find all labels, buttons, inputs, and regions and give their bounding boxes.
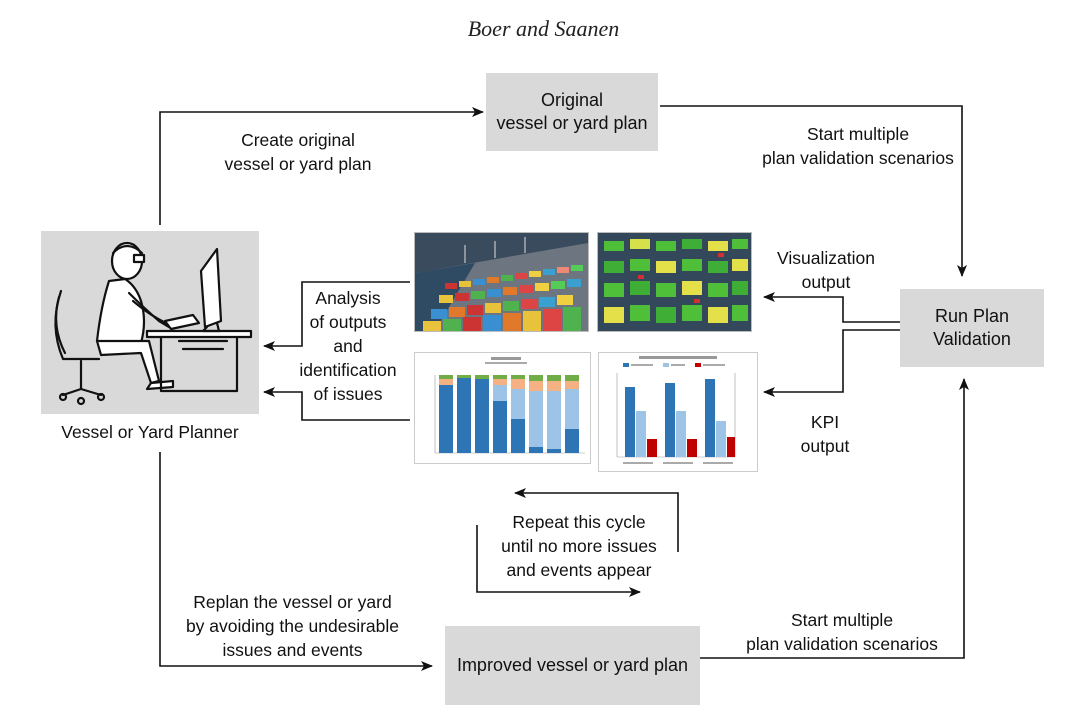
arrow-analysis-to-planner-top — [263, 281, 410, 351]
kpi-chart-2 — [598, 352, 758, 472]
person-at-computer-icon — [54, 241, 253, 406]
grouped-bar-chart-thumbnail — [616, 356, 736, 464]
planner-illustration — [41, 231, 259, 414]
label-start-multiple-bottom: Start multiple plan validation scenarios — [746, 610, 938, 654]
arrow-run-to-visualization — [763, 292, 900, 323]
kpi-chart-1 — [414, 352, 591, 464]
visualization-image-1 — [414, 232, 589, 332]
visualization-image-2 — [597, 232, 752, 332]
arrow-original-to-run — [660, 105, 967, 277]
label-repeat-cycle: Repeat this cycle until no more issues a… — [501, 512, 657, 580]
arrow-run-to-kpi — [763, 329, 900, 397]
original-plan-box: Original vessel or yard plan — [486, 73, 658, 151]
planner-caption: Vessel or Yard Planner — [61, 422, 239, 442]
original-plan-label: Original vessel or yard plan — [496, 90, 648, 133]
running-head: Boer and Saanen — [467, 16, 620, 41]
run-validation-box: Run Plan Validation — [900, 289, 1044, 367]
stacked-bar-chart-thumbnail — [434, 357, 585, 454]
label-analysis: Analysis of outputs and identification o… — [299, 288, 397, 404]
container-yard-3d-image — [598, 233, 751, 331]
label-start-multiple-top: Start multiple plan validation scenarios — [762, 124, 954, 168]
arrow-planner-to-original — [159, 107, 484, 225]
container-terminal-aerial-image — [415, 233, 588, 331]
label-kpi-output: KPI output — [800, 412, 850, 456]
label-replan: Replan the vessel or yard by avoiding th… — [185, 592, 400, 660]
arrow-repeat-top — [514, 488, 679, 552]
arrow-improved-to-run — [700, 378, 969, 659]
arrow-repeat-bottom — [476, 525, 641, 597]
improved-plan-label: Improved vessel or yard plan — [456, 655, 689, 675]
label-create-original: Create original vessel or yard plan — [224, 130, 372, 174]
run-validation-label: Run Plan Validation — [933, 306, 1011, 349]
improved-plan-box: Improved vessel or yard plan — [445, 626, 700, 705]
arrow-planner-to-improved — [159, 452, 433, 671]
arrow-analysis-to-planner-bottom — [263, 387, 410, 421]
label-visualization-output: Visualization output — [777, 248, 875, 292]
